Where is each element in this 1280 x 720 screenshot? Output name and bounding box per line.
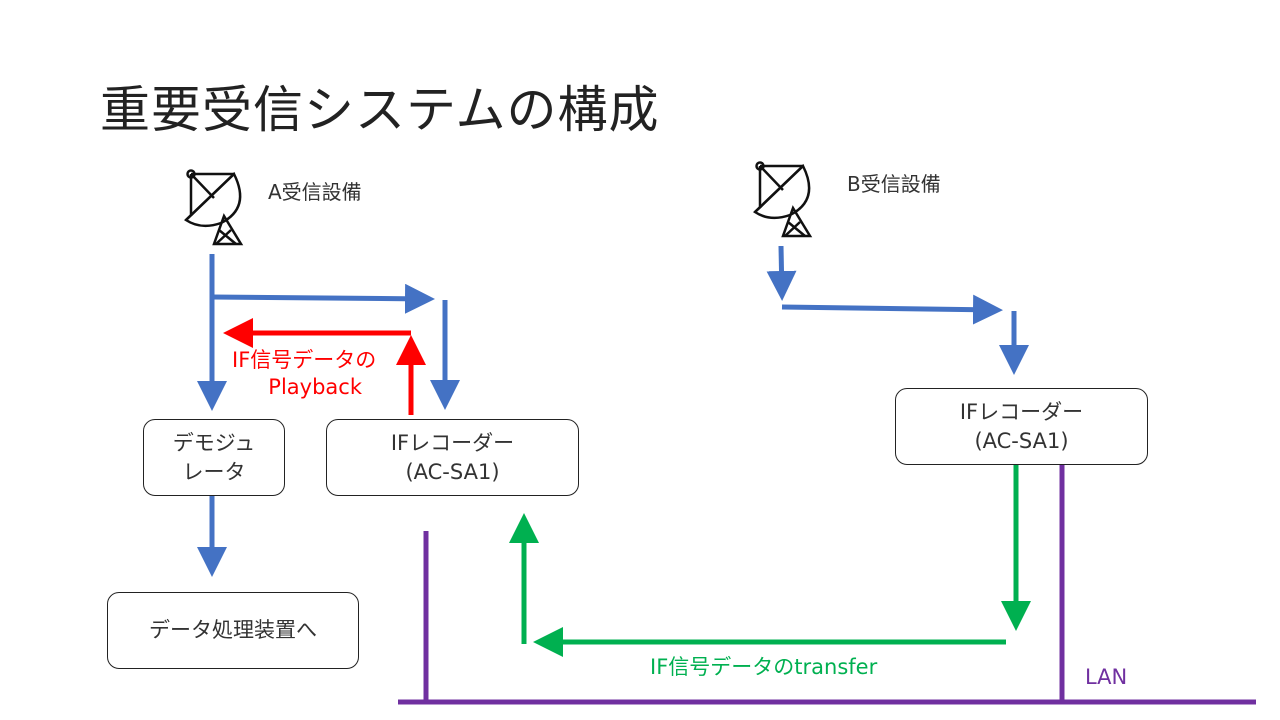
signal-line-b-down: [766, 245, 797, 301]
page-title: 重要受信システムの構成: [100, 81, 660, 139]
playback-label: IF信号データの Playback: [232, 347, 376, 402]
if-recorder-b-box: IFレコーダー (AC-SA1): [895, 388, 1148, 465]
demodulator-line2: レータ: [182, 459, 246, 484]
signal-line-a-branch: [211, 283, 435, 314]
signal-line-b-right: [781, 294, 1003, 325]
demodulator-line1: デモジュ: [172, 431, 256, 456]
data-processor-box: データ処理装置へ: [107, 592, 359, 669]
demodulator-box: デモジュ レータ: [143, 419, 285, 496]
satellite-dish-icon: [753, 161, 813, 238]
if-recorder-a-box: IFレコーダー (AC-SA1): [326, 419, 579, 496]
recorder-a-line2: (AC-SA1): [405, 459, 500, 484]
satellite-dish-icon: [184, 169, 244, 246]
recorder-b-line2: (AC-SA1): [974, 428, 1069, 453]
station-a-label: A受信設備: [268, 180, 362, 204]
playback-label-line2: Playback: [268, 375, 362, 400]
station-b-label: B受信設備: [847, 172, 941, 196]
playback-label-line1: IF信号データの: [232, 348, 377, 372]
data-processor-label: データ処理装置へ: [149, 618, 317, 643]
recorder-b-line1: IFレコーダー: [959, 400, 1084, 425]
recorder-a-line1: IFレコーダー: [390, 431, 515, 456]
lan-label: LAN: [1085, 665, 1128, 689]
transfer-label: IF信号データのtransfer: [650, 655, 878, 679]
